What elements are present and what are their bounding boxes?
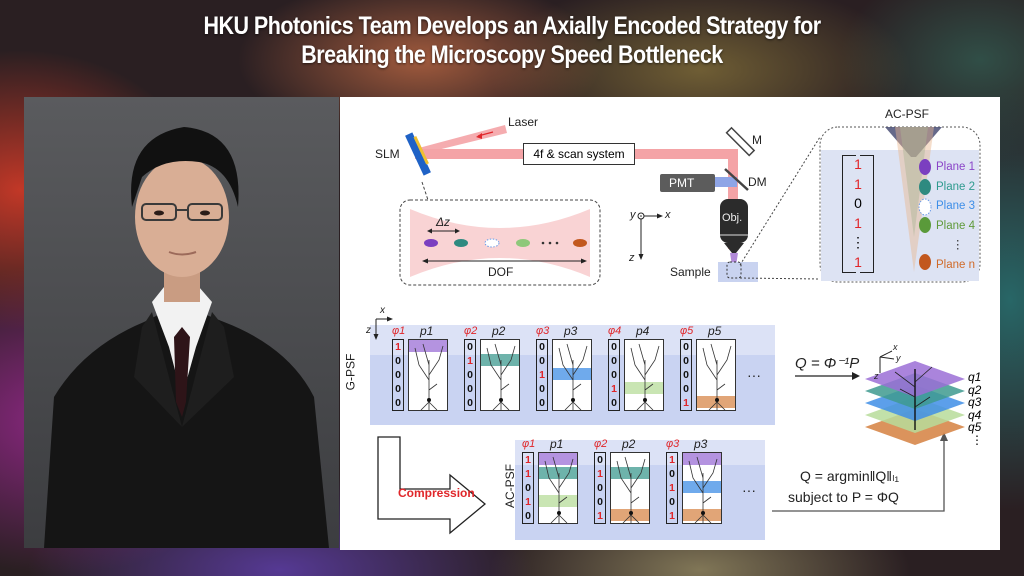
- sample-label: Sample: [670, 265, 711, 279]
- headline: HKU Photonics Team Develops an Axially E…: [72, 12, 953, 70]
- laser-label: Laser: [508, 115, 539, 129]
- neuron-projection: [682, 452, 722, 524]
- phi-label: φ1: [522, 438, 536, 450]
- neuron-projection: [610, 452, 650, 524]
- phi-label: φ4: [608, 325, 622, 337]
- portrait-photo: [24, 97, 339, 548]
- mirror-label: M: [752, 133, 762, 147]
- neuron-projection: [538, 452, 578, 524]
- phi-label: φ5: [680, 325, 694, 337]
- dichroic-mirror-label: DM: [748, 175, 767, 189]
- vector-bracket-right: [860, 155, 874, 273]
- scan-system-box: 4f & scan system: [523, 143, 635, 165]
- gpsf-axis-z: z: [366, 325, 371, 336]
- phi-label: φ3: [666, 438, 680, 450]
- volume-stack: [865, 361, 965, 445]
- vector-bracket: [392, 339, 404, 411]
- portrait-illustration: [44, 127, 329, 548]
- axis-z-label: z: [629, 252, 635, 264]
- neuron-projection: [480, 339, 520, 411]
- neuron-projection: [624, 339, 664, 411]
- p-label: p3: [694, 437, 708, 451]
- slm-label: SLM: [375, 147, 400, 161]
- acpsf-title: AC-PSF: [885, 107, 930, 121]
- volume-axis-x: x: [893, 342, 898, 352]
- objective-label: Obj.: [722, 212, 743, 224]
- p-label: p1: [550, 437, 564, 451]
- delta-z-label: Δz: [436, 215, 451, 229]
- plane-labels: Plane 1 Plane 2 Plane 3 Plane 4 ⋮ Plane …: [936, 161, 976, 271]
- headline-line-1: HKU Photonics Team Develops an Axially E…: [203, 12, 821, 40]
- constraint-equation: subject to P = ΦQ: [788, 489, 899, 505]
- acpsf-ellipsis: ···: [742, 482, 756, 498]
- p-label: p4: [636, 324, 650, 338]
- volume-axis-y: y: [896, 353, 901, 363]
- neuron-projection: [552, 339, 592, 411]
- scan-system-label: 4f & scan system: [533, 147, 625, 161]
- vector-bracket: [464, 339, 476, 411]
- phi-label: φ3: [536, 325, 550, 337]
- p-label: p2: [492, 324, 506, 338]
- neuron-projection: [696, 339, 736, 411]
- p-label: p2: [622, 437, 636, 451]
- compression-label: Compression: [398, 486, 475, 500]
- volume-layer-labels: q1 q2 q3 q4 q5 ⋮: [968, 370, 983, 447]
- acpsf-side-label: AC-PSF: [503, 463, 518, 509]
- axis-x-label: x: [665, 209, 671, 221]
- vector-bracket: [608, 339, 620, 411]
- gpsf-ellipsis: ···: [747, 367, 761, 383]
- vector-bracket: [522, 452, 534, 524]
- gpsf-axis-x: x: [380, 305, 385, 316]
- inverse-equation: Q = Φ⁻¹P: [795, 355, 860, 372]
- dof-label: DOF: [488, 265, 514, 279]
- axis-y-label: y: [630, 209, 636, 221]
- p-label: p5: [708, 324, 722, 338]
- p-label: p3: [564, 324, 578, 338]
- phi-label: φ1: [392, 325, 406, 337]
- vector-bracket: [594, 452, 606, 524]
- neuron-projection: [408, 339, 448, 411]
- vector-bracket: [536, 339, 548, 411]
- pmt-label: PMT: [669, 176, 695, 190]
- vector-bracket-left: [842, 155, 856, 273]
- p-label: p1: [420, 324, 434, 338]
- vector-bracket: [666, 452, 678, 524]
- microscopy-figure: Laser SLM 4f & scan system M DM PMT Obj.…: [340, 97, 1000, 550]
- vector-bracket: [680, 339, 692, 411]
- argmin-equation: Q = argmin‖Q‖ₗ₁: [800, 468, 900, 484]
- volume-axis-z: z: [874, 371, 879, 381]
- phi-label: φ2: [464, 325, 478, 337]
- headline-line-2: Breaking the Microscopy Speed Bottleneck: [301, 41, 723, 69]
- acpsf-vector: 1 1 0 1 ⋮ 1: [851, 156, 865, 270]
- gpsf-side-label: G-PSF: [343, 353, 358, 391]
- phi-label: φ2: [594, 438, 608, 450]
